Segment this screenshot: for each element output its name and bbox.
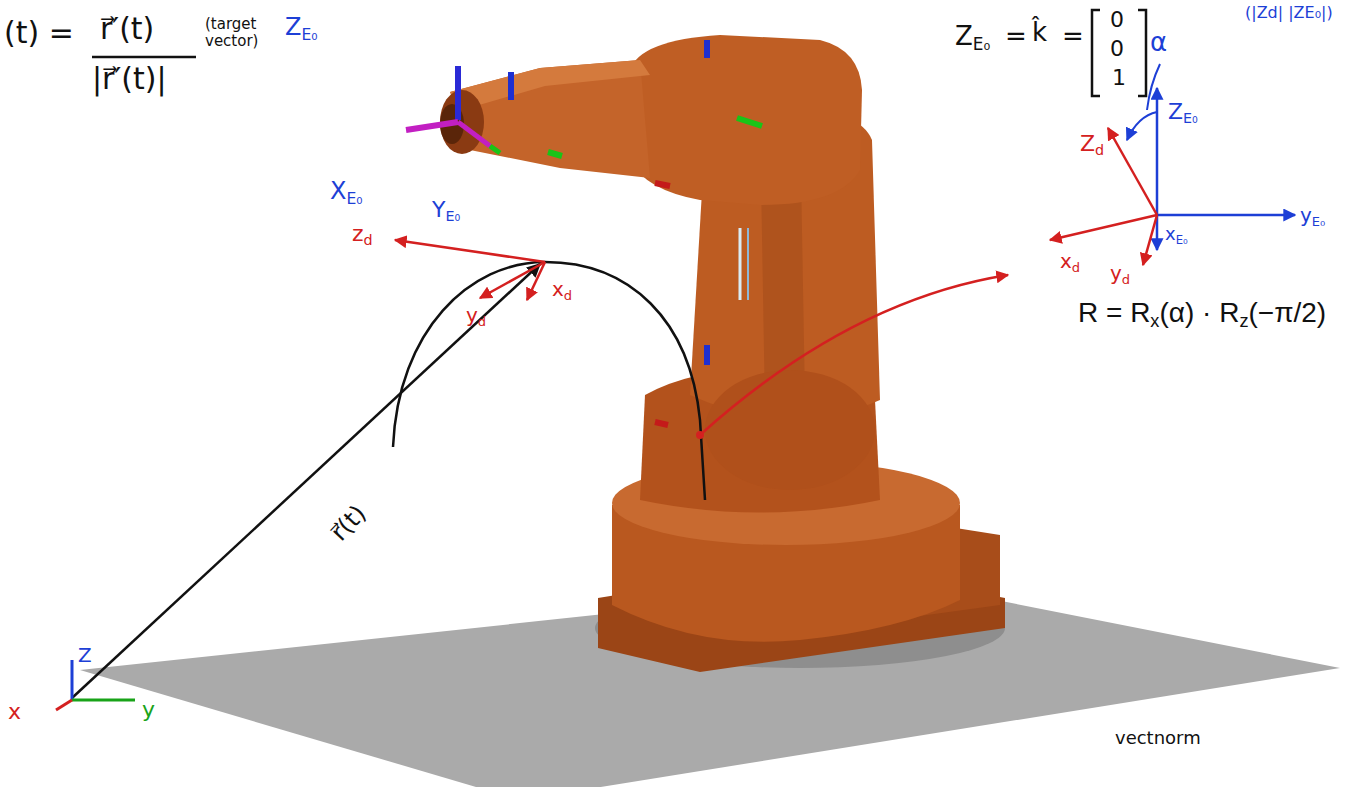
formula-line: R = Rx(α) · Rz(−π/2): [1078, 298, 1326, 331]
formula-subscript: x: [1150, 311, 1159, 331]
subscript-text: E₀: [1176, 233, 1188, 247]
cable: [747, 228, 749, 300]
axis-label: Zd: [1080, 132, 1104, 159]
ye0-axis: [1157, 214, 1295, 217]
matrix-entry: 0: [1110, 37, 1124, 61]
shoulder-hub: [705, 370, 875, 490]
formula-text: R = R: [1078, 298, 1150, 329]
matrix-entry: 1: [1112, 66, 1126, 90]
axis-label: zd: [352, 222, 373, 249]
world-x-axis: [56, 700, 72, 710]
formula-denominator: |r⃗′(t)|: [92, 62, 167, 95]
symbol-text: x: [1165, 223, 1176, 244]
alpha-arc: [1127, 112, 1157, 140]
axis-label: ZE₀: [285, 14, 318, 44]
axis-label: XE₀: [330, 178, 363, 208]
formula-subscript: z: [1239, 311, 1248, 331]
fraction-bar: [92, 56, 196, 59]
tool-z-axis: [455, 66, 461, 120]
symbol-text: X: [330, 177, 346, 205]
axis-label: yd: [466, 304, 486, 329]
subscript-text: E₀: [301, 26, 317, 44]
symbol-text: z: [352, 221, 364, 246]
joint-marker: [508, 72, 514, 100]
subscript-text: E₀: [1183, 110, 1198, 126]
axis-label: ZE₀: [1168, 100, 1198, 127]
symbol-text: Z: [1168, 99, 1183, 124]
world-y-axis: [72, 699, 135, 702]
matrix-bracket: [1138, 10, 1146, 96]
symbol-text: x: [552, 277, 564, 301]
subscript-text: d: [478, 314, 486, 329]
yd-arrow: [480, 262, 545, 298]
subscript-text: E₀: [445, 208, 460, 224]
joint-marker: [737, 118, 762, 126]
callout-arrow: [700, 275, 1008, 435]
position-vector: [72, 264, 540, 698]
zd-axis: [1108, 128, 1157, 215]
subscript-text: d: [564, 288, 572, 303]
subscript-text: d: [1122, 272, 1130, 287]
angle-label: α: [1150, 28, 1167, 57]
tool-y-axis: [458, 122, 490, 146]
formula-text: =: [1005, 22, 1027, 51]
joint-marker: [548, 152, 562, 156]
alpha-leader: [1147, 64, 1160, 110]
zd-arrow: [395, 240, 545, 262]
matrix-entry: 0: [1110, 8, 1124, 32]
formula-numerator: r⃗′(t): [100, 12, 154, 45]
symbol-text: Z: [285, 13, 301, 41]
formula-text: (t) =: [4, 16, 74, 49]
symbol-text: Z: [955, 21, 973, 51]
subscript-text: d: [364, 232, 373, 248]
tool-y-tip: [490, 146, 500, 153]
subscript-text: d: [1095, 142, 1104, 158]
axis-label: Z: [78, 644, 92, 666]
axis-label: xd: [552, 278, 572, 303]
subscript-text: d: [1072, 260, 1080, 275]
formula-text: (−π/2): [1249, 298, 1327, 329]
cable: [739, 228, 742, 300]
subscript-text: E₀: [346, 190, 362, 208]
vector-label: r⃗(t): [326, 500, 371, 546]
turret: [640, 368, 880, 513]
joint-marker: [704, 345, 710, 365]
joint-marker: [655, 422, 668, 425]
symbol-text: Z: [1080, 131, 1095, 156]
axis-label: x: [8, 700, 21, 724]
axis-label: y: [142, 698, 155, 722]
axis-label: yd: [1110, 262, 1130, 287]
symbol-text: y: [466, 303, 478, 327]
elbow-housing: [630, 35, 862, 205]
xd-axis: [1050, 215, 1157, 240]
formula-text: k̂: [1032, 18, 1047, 47]
subscript-text: E₀: [1312, 214, 1325, 229]
matrix-bracket: [1092, 10, 1100, 96]
joint-marker: [704, 40, 710, 58]
axis-label: yE₀: [1300, 204, 1325, 229]
symbol-text: y: [1300, 203, 1312, 227]
formula-text: (|Zd| |ZE₀|): [1245, 4, 1333, 22]
symbol-text: Y: [432, 197, 445, 222]
forearm-top: [450, 60, 650, 110]
axis-label: xd: [1060, 250, 1080, 275]
trajectory-curve: [393, 262, 705, 500]
formula-text: ZE₀: [955, 22, 990, 54]
joint-marker: [655, 183, 670, 186]
symbol-text: y: [1110, 261, 1122, 285]
ze0-axis: [1156, 88, 1159, 215]
axis-label: xE₀: [1165, 224, 1188, 246]
formula-text: (α) · R: [1159, 298, 1239, 329]
note-text: vectnorm: [1115, 728, 1201, 748]
axis-label: YE₀: [432, 198, 460, 225]
note-text: (target vector): [205, 16, 271, 49]
symbol-text: x: [1060, 249, 1072, 273]
subscript-text: E₀: [973, 34, 990, 54]
yd-axis: [1143, 215, 1157, 265]
tool-x-axis: [406, 122, 458, 130]
formula-text: =: [1062, 22, 1084, 51]
world-z-axis: [71, 660, 74, 700]
